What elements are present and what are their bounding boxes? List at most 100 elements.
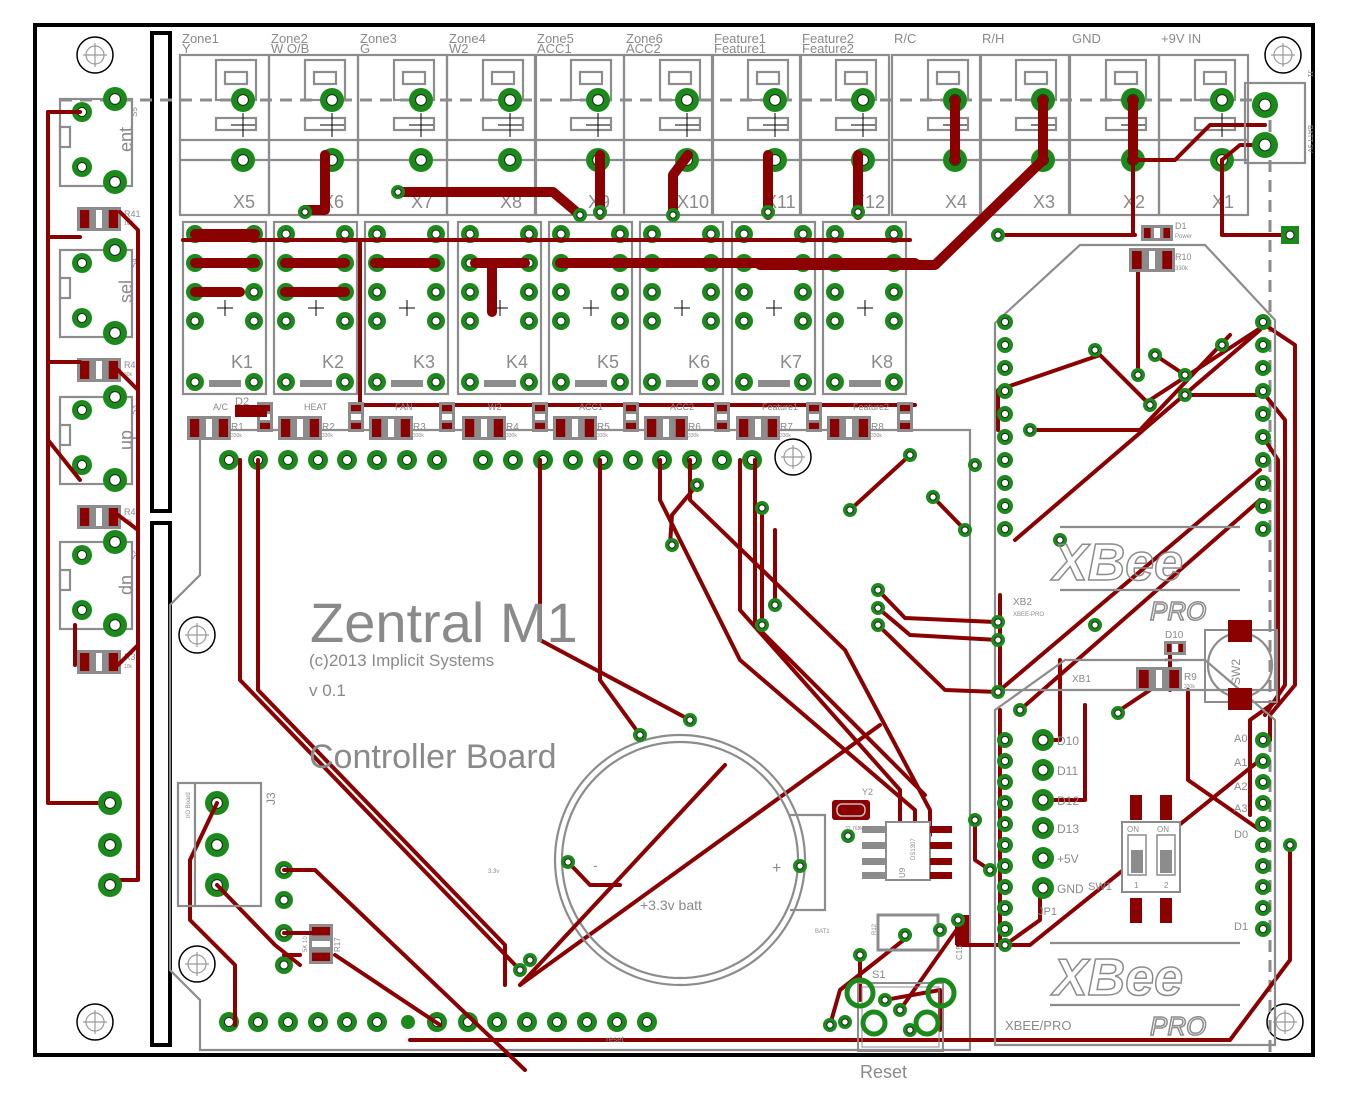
button-ref: S5 (130, 107, 139, 117)
right-header-a1: A1 (1234, 757, 1247, 769)
xbee-bottom-pin-right (1255, 732, 1271, 748)
button-pin (72, 545, 92, 565)
jp1-pin (1032, 789, 1054, 811)
relay-pin (735, 283, 753, 301)
relay-transistor (532, 402, 548, 432)
xbee-top-pin-left (997, 314, 1013, 330)
board-traces (188, 323, 1297, 1072)
divider-bar-lower (150, 521, 172, 1047)
reset-switch[interactable] (844, 977, 957, 1052)
header-pin-top (712, 450, 732, 470)
relay-resistor-value: 330k (597, 433, 608, 439)
button-label: sel (116, 280, 136, 303)
battery-holder (518, 733, 827, 987)
xbee-diode (1164, 641, 1186, 655)
r17-resistor (309, 924, 333, 964)
button-resistor-value: 10k (124, 664, 133, 670)
jp1-pin (1032, 847, 1054, 869)
xbee-bottom-value: XBEE/PRO (1005, 1018, 1071, 1033)
header-pin-top (397, 450, 417, 470)
relay-k5: K5 (547, 220, 634, 396)
relay-pin (611, 283, 629, 301)
relay-resistor (736, 416, 780, 440)
xbee-bottom-ref: XB1 (1072, 674, 1091, 685)
terminal-pad (498, 88, 522, 112)
terminal-id: X4 (945, 192, 967, 212)
xbee-bottom-pin-left (997, 774, 1013, 790)
batt-connector (1243, 81, 1307, 165)
header-pin-bottom (308, 1012, 328, 1032)
relay-pin (702, 373, 720, 391)
terminal-label-bottom: Feature2 (802, 41, 854, 56)
xbee-top-pin-right (1255, 383, 1271, 399)
button-traces (46, 110, 140, 882)
relay-k6: K6 (638, 220, 725, 396)
header-pin-top (563, 450, 583, 470)
relay-diode (235, 405, 267, 417)
via (683, 713, 697, 727)
via (851, 205, 865, 219)
rtc-crystal-ref: Y2 (862, 787, 873, 797)
button-pin (103, 385, 127, 409)
relay-pin (427, 312, 445, 330)
xbee-bottom-pin-left (997, 879, 1013, 895)
header-pin-top (623, 450, 643, 470)
relay-pin (794, 283, 812, 301)
xbee-top-logo: XBee (1050, 534, 1183, 592)
button-label: ent (116, 127, 136, 152)
relay-k4: K4 (456, 220, 543, 396)
jp1-pin-label: D11 (1057, 764, 1078, 778)
terminal-label-bottom: W O/B (271, 41, 309, 56)
button-pin (103, 468, 127, 492)
header-pin-top (427, 450, 447, 470)
header-pin-bottom (547, 1012, 567, 1032)
xbee-top-pin-right (1255, 452, 1271, 468)
relay-driver-row: R1330kA/CR2330kHEATR3330kFANR4330kW2R533… (187, 396, 913, 440)
via (755, 501, 769, 515)
relay-label: K5 (597, 352, 619, 372)
terminal-block-x3: X3R/H (978, 31, 1071, 217)
xbee-top-ref: XB2 (1013, 597, 1032, 608)
via (755, 618, 769, 632)
xbee-resistor-ref: R9 (1184, 672, 1197, 683)
via (593, 205, 607, 219)
via (1023, 423, 1037, 437)
button-ref: S2 (130, 550, 139, 560)
relay-resistor-ref: R1 (231, 422, 244, 433)
relay-pin (643, 373, 661, 391)
jp1-pin (1032, 877, 1054, 899)
via (523, 953, 537, 967)
xbee-bottom-pin-left (997, 921, 1013, 937)
via (1053, 533, 1067, 547)
via (991, 615, 1005, 629)
via (1013, 703, 1027, 717)
sw1-pos-1: 1 (1134, 881, 1139, 890)
relay-k1: K1 (181, 220, 268, 396)
r17-pin (275, 956, 293, 974)
terminal-pad (763, 88, 787, 112)
xbee-bottom-pin-right (1255, 921, 1271, 937)
via (853, 948, 867, 962)
reset-label: Reset (860, 1062, 907, 1082)
xbee-top-pin-left (997, 383, 1013, 399)
button-pin (103, 321, 127, 345)
relay-resistor-value: 330k (780, 433, 791, 439)
xbee-top-pin-right (1255, 475, 1271, 491)
jp1-pin-label: GND (1057, 882, 1084, 896)
via (391, 185, 405, 199)
relay-resistor-ref: R3 (413, 422, 426, 433)
via (298, 205, 312, 219)
header-pin-top (337, 450, 357, 470)
jp1-pin-label: D13 (1057, 822, 1079, 836)
